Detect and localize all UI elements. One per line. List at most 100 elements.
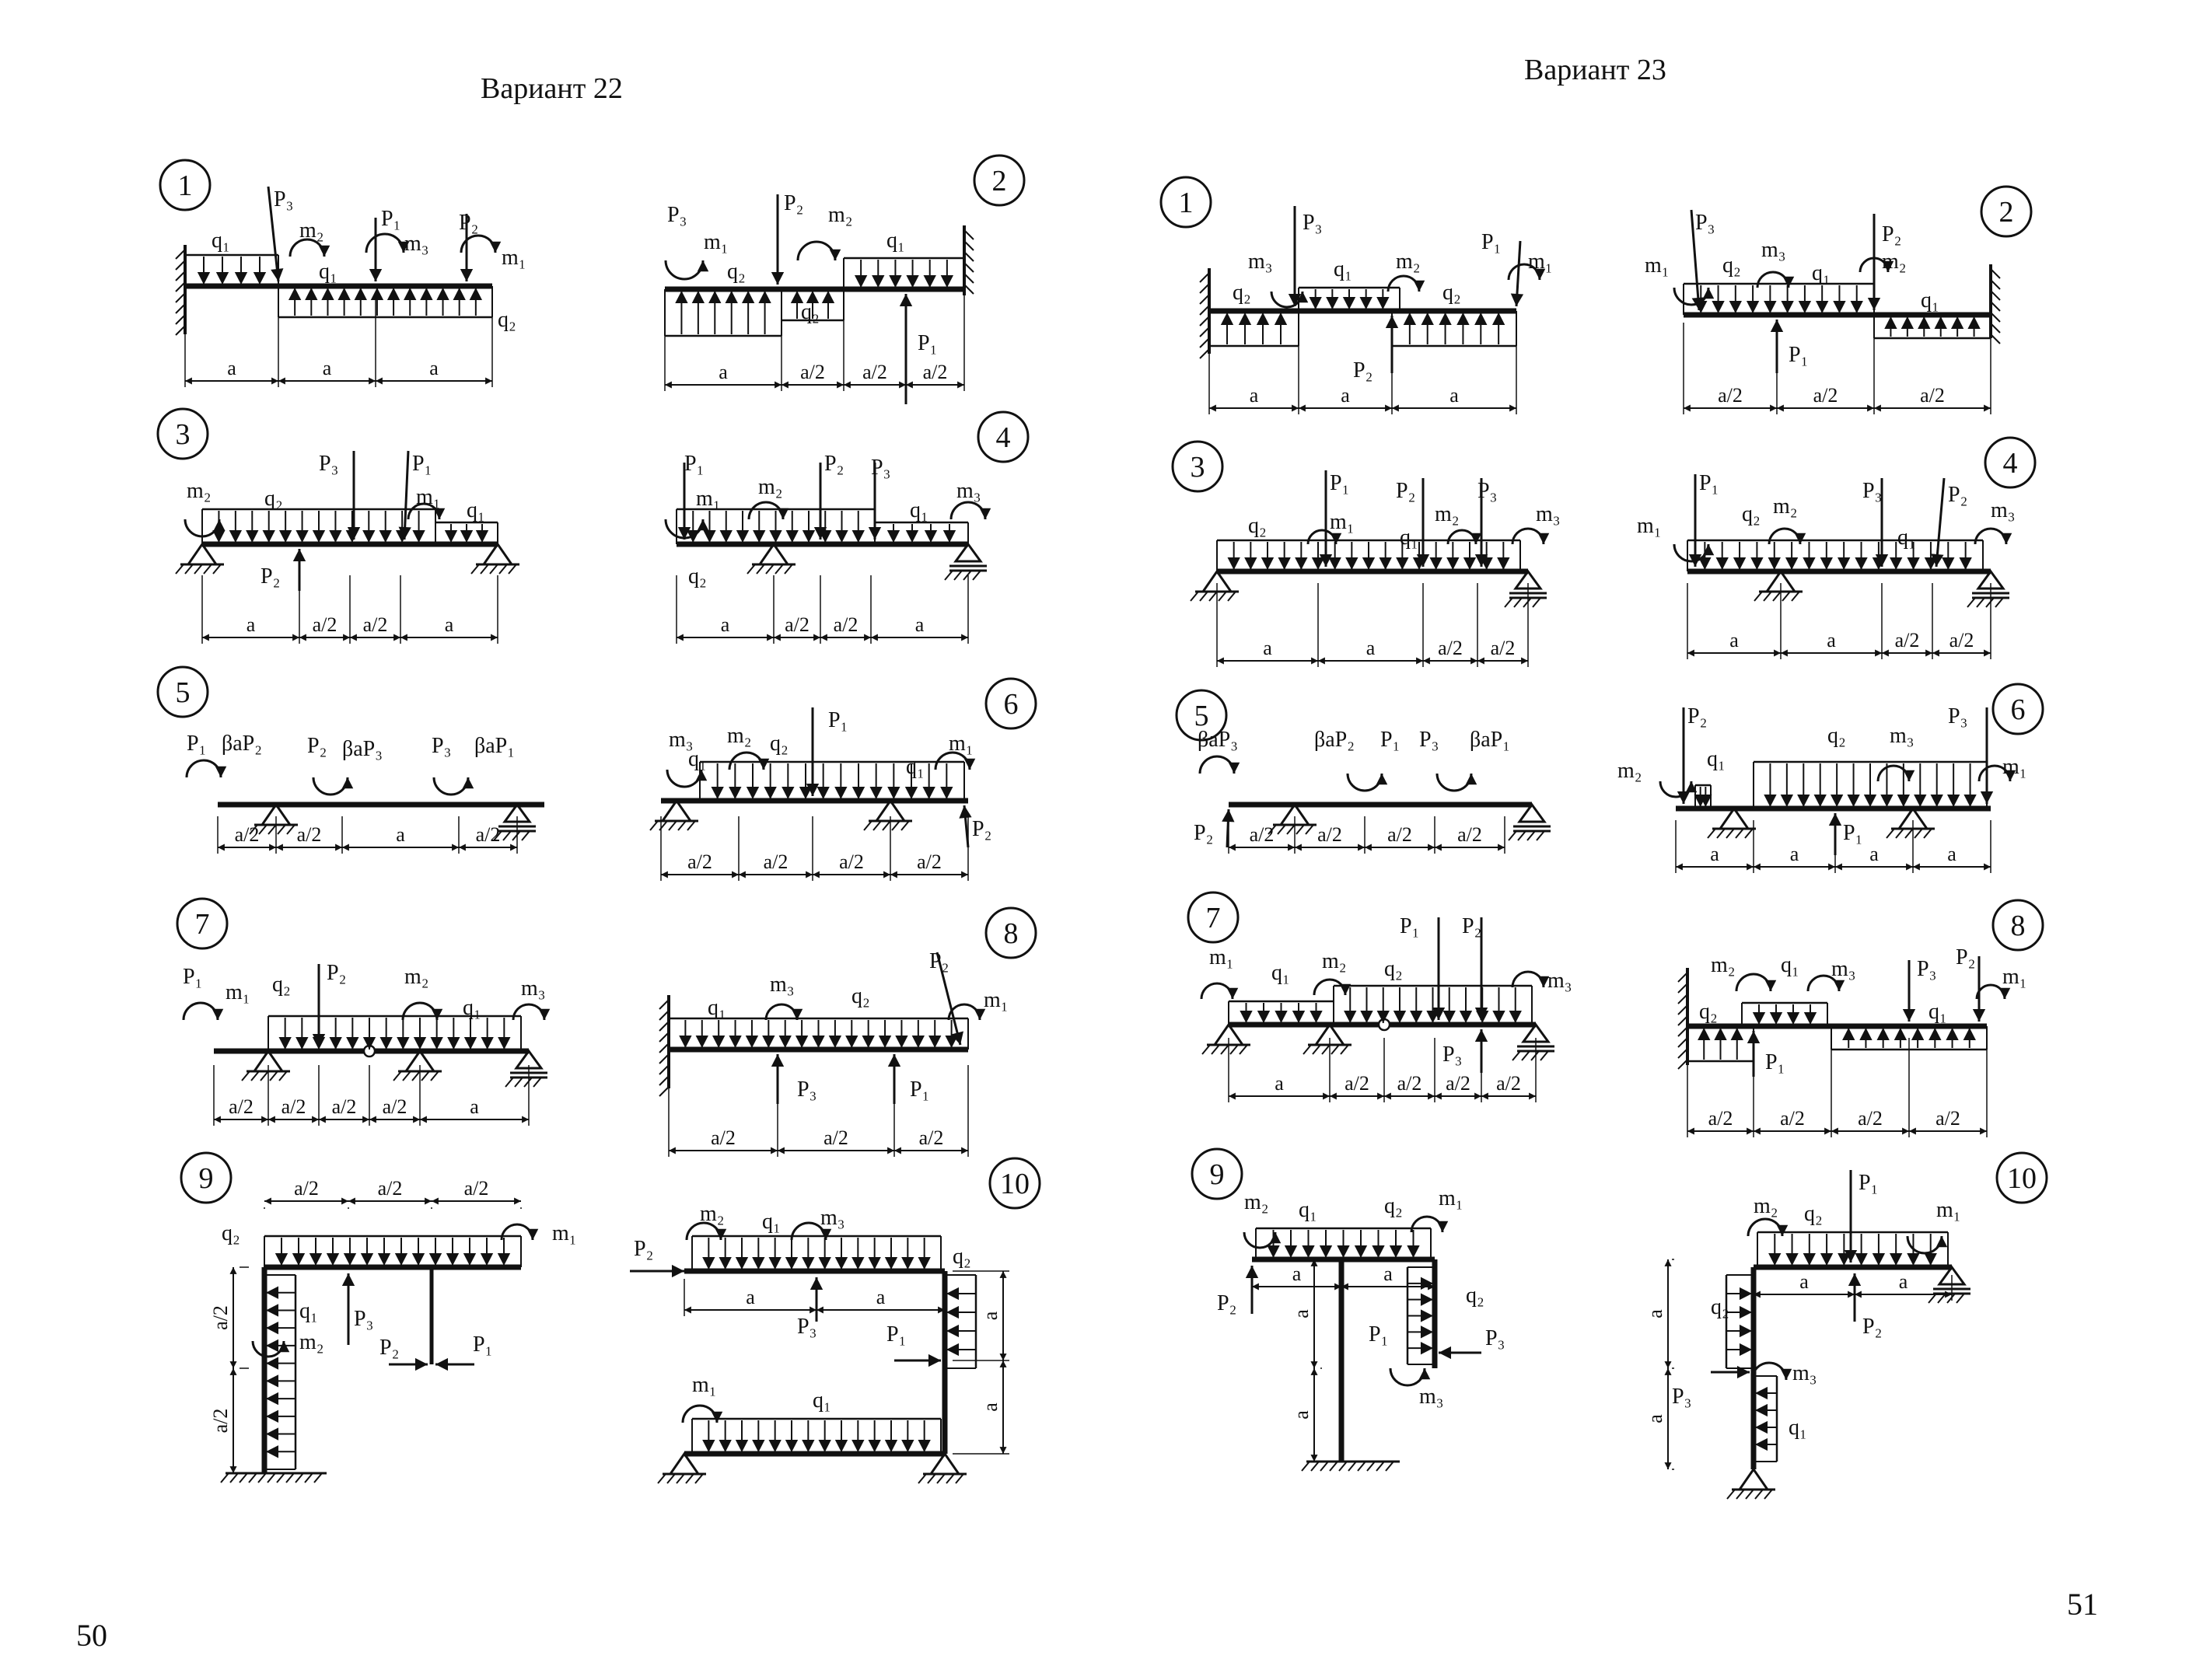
- label: q₁: [212, 229, 230, 253]
- arrowhead: [295, 1036, 309, 1050]
- ground-hatch: [972, 570, 981, 581]
- ground-hatch: [514, 1077, 523, 1088]
- wall-hatch: [175, 249, 186, 260]
- label: P₂: [1217, 1291, 1236, 1315]
- ground-hatch: [900, 820, 910, 831]
- ground-hatch: [393, 1071, 402, 1081]
- arrowhead: [1372, 1245, 1385, 1258]
- label: q₂: [801, 300, 820, 324]
- arrowhead: [463, 1036, 477, 1050]
- ground-hatch: [1513, 597, 1523, 608]
- arrowhead: [834, 786, 848, 799]
- ground-hatch: [953, 570, 963, 581]
- arrowhead: [1459, 1010, 1473, 1023]
- arrowhead: [329, 529, 342, 543]
- arrowhead: [1715, 557, 1729, 570]
- ground-hatch: [657, 1473, 666, 1484]
- arrowhead: [348, 1197, 355, 1205]
- arrowhead: [1828, 863, 1835, 871]
- problem-number: 7: [195, 908, 210, 941]
- arrowhead: [697, 519, 709, 531]
- dimension-label: a: [227, 357, 236, 379]
- wall-hatch: [1199, 283, 1210, 294]
- dimension-label: a/2: [209, 1409, 232, 1434]
- arrowhead: [708, 291, 722, 304]
- arrowhead: [1894, 1028, 1908, 1041]
- ground-hatch: [1895, 828, 1904, 839]
- arrowhead: [185, 377, 192, 385]
- ground-hatch: [278, 1071, 288, 1081]
- label: m₁: [984, 988, 1009, 1012]
- ground-hatch: [260, 1071, 269, 1081]
- problem-number: 3: [1191, 451, 1205, 484]
- arrowhead: [1828, 813, 1842, 826]
- arrowhead: [946, 1287, 960, 1301]
- arrowhead: [1423, 657, 1430, 665]
- label: P₃: [1948, 704, 1967, 728]
- moment-arc: [1198, 755, 1236, 774]
- arrowhead: [785, 529, 799, 543]
- arrowhead: [346, 1036, 359, 1050]
- arrowhead: [775, 381, 782, 389]
- ground-hatch: [918, 1473, 927, 1484]
- dimension-label: a: [1290, 1410, 1313, 1420]
- label: P₂: [1462, 914, 1481, 938]
- arrowhead: [806, 871, 813, 878]
- arrowhead: [1474, 1092, 1481, 1100]
- arrowhead: [703, 529, 716, 543]
- arrowhead: [1326, 296, 1339, 309]
- label: q₁: [688, 747, 707, 771]
- arrowhead: [778, 1147, 785, 1154]
- arrowhead: [1820, 557, 1833, 570]
- wall-hatch: [1990, 268, 2001, 279]
- arrowhead: [813, 871, 820, 878]
- dimension-label: a/2: [1491, 637, 1516, 659]
- arrowhead: [276, 843, 283, 851]
- arrowhead: [1684, 404, 1691, 412]
- dimension-label: a/2: [1317, 823, 1342, 846]
- moment-arc: [1974, 527, 2008, 545]
- dimension-label: a/2: [1446, 1072, 1470, 1095]
- arrowhead: [979, 508, 991, 519]
- arrowhead: [1875, 649, 1882, 657]
- problem-number: 2: [1999, 196, 2014, 229]
- ground-hatch: [493, 830, 502, 841]
- arrowhead: [911, 1035, 925, 1048]
- arrowhead: [436, 288, 449, 301]
- pin-support: [186, 542, 219, 566]
- dimension-label: a/2: [1345, 1072, 1369, 1095]
- arrowhead: [271, 268, 284, 281]
- dimension-label: a: [1827, 629, 1836, 651]
- force-arrow: [267, 186, 280, 282]
- label: m₂: [727, 724, 752, 748]
- arrowhead: [1752, 1011, 1766, 1025]
- arrowhead: [347, 526, 361, 540]
- arrowhead: [1477, 657, 1484, 665]
- arrowhead: [999, 1360, 1007, 1367]
- label: m₁: [1637, 514, 1662, 538]
- arrowhead: [1747, 863, 1754, 871]
- ground-hatch: [1310, 1461, 1320, 1472]
- label: m₃: [1248, 250, 1273, 274]
- arrowhead: [1754, 1291, 1761, 1298]
- arrowhead: [1439, 313, 1452, 326]
- arrowhead: [1907, 1252, 1920, 1266]
- arrowhead: [447, 1036, 460, 1050]
- ground-hatch: [872, 820, 882, 831]
- arrowhead: [262, 529, 275, 543]
- label: P₃: [667, 203, 687, 227]
- ground-hatch: [304, 1472, 313, 1483]
- arrowhead: [1310, 1455, 1318, 1462]
- arrowhead: [1786, 1011, 1800, 1025]
- ground-hatch: [1227, 591, 1236, 602]
- ground-hatch: [411, 1071, 421, 1081]
- arrowhead: [1376, 1010, 1390, 1023]
- label: P₁: [918, 331, 937, 355]
- arrowhead: [1292, 1010, 1306, 1023]
- arrowhead: [377, 1252, 391, 1266]
- label: P₁: [684, 452, 704, 476]
- arrowhead: [905, 529, 919, 543]
- arrowhead: [1890, 557, 1903, 570]
- wall-hatch: [963, 229, 974, 240]
